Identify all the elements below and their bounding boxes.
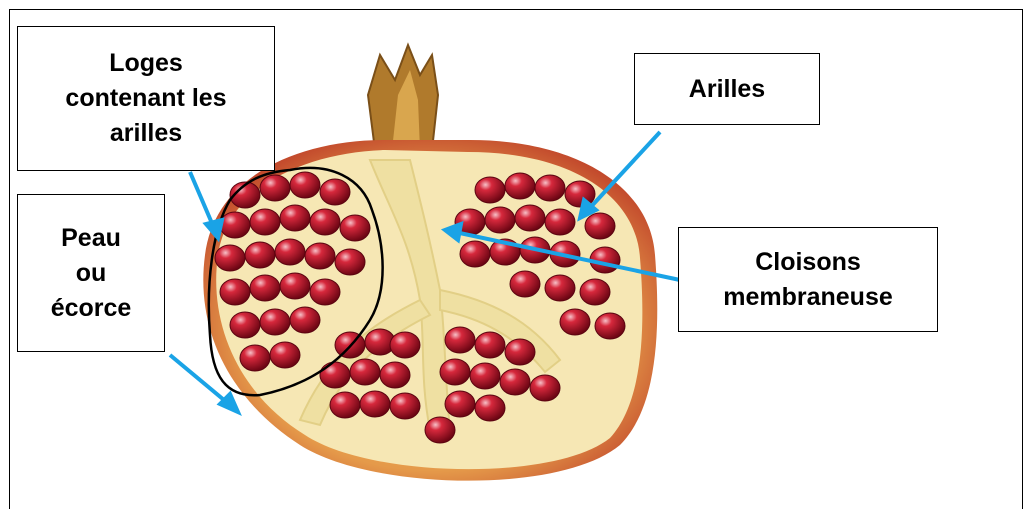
arrow-loges: [190, 172, 214, 228]
label-loges: Loges contenant les arilles: [17, 26, 275, 171]
label-arilles: Arilles: [634, 53, 820, 125]
label-peau: Peau ou écorce: [17, 194, 165, 352]
label-cloisons: Cloisons membraneuse: [678, 227, 938, 332]
crown-shape: [368, 45, 438, 150]
